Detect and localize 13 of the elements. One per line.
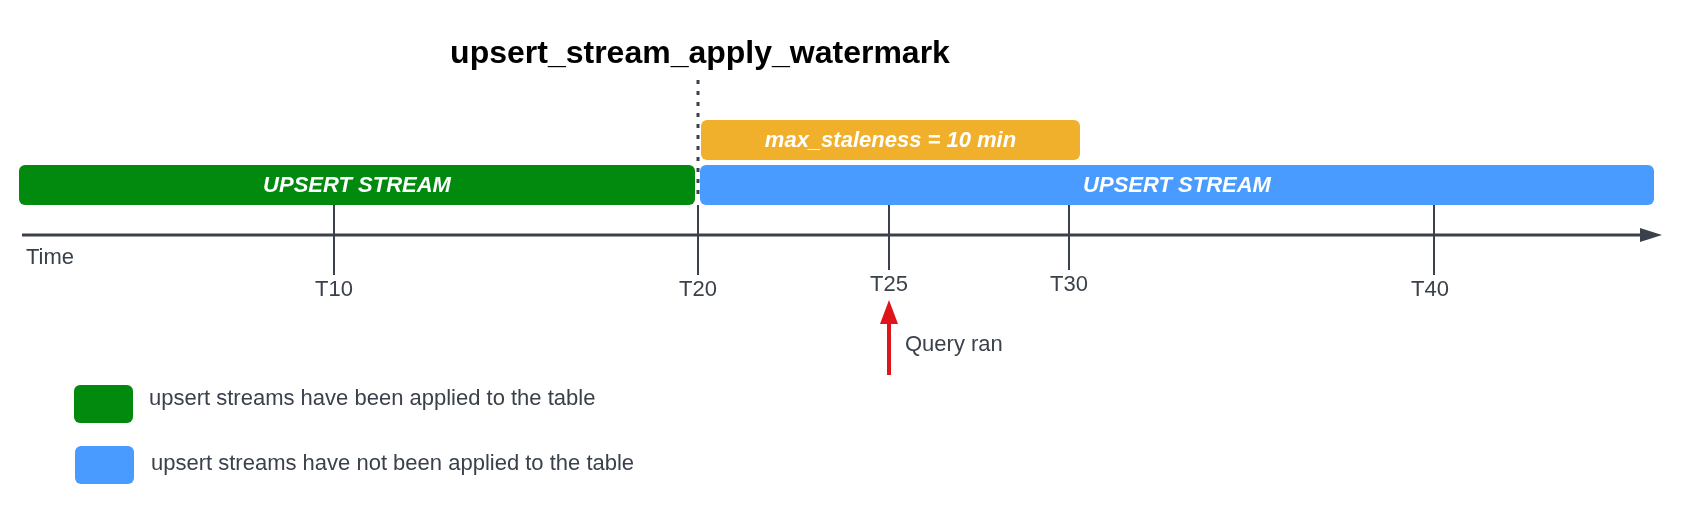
tick-label: T40 bbox=[1411, 276, 1449, 302]
tick-label: T10 bbox=[315, 276, 353, 302]
stream-bar: UPSERT STREAM bbox=[19, 165, 695, 205]
legend-text: upsert streams have not been applied to the table bbox=[151, 450, 635, 476]
stream-bar: UPSERT STREAM bbox=[700, 165, 1654, 205]
tick-label: T25 bbox=[870, 271, 908, 297]
parameter-bar: max_staleness = 10 min bbox=[701, 120, 1080, 160]
annotation-text: Query ran bbox=[905, 331, 1003, 357]
title: upsert_stream_apply_watermark bbox=[449, 34, 951, 71]
tick-label: T30 bbox=[1050, 271, 1088, 297]
legend-text: upsert streams have been applied to the table bbox=[149, 385, 596, 411]
tick-label: T20 bbox=[679, 276, 717, 302]
axis-label: Time bbox=[26, 244, 75, 270]
